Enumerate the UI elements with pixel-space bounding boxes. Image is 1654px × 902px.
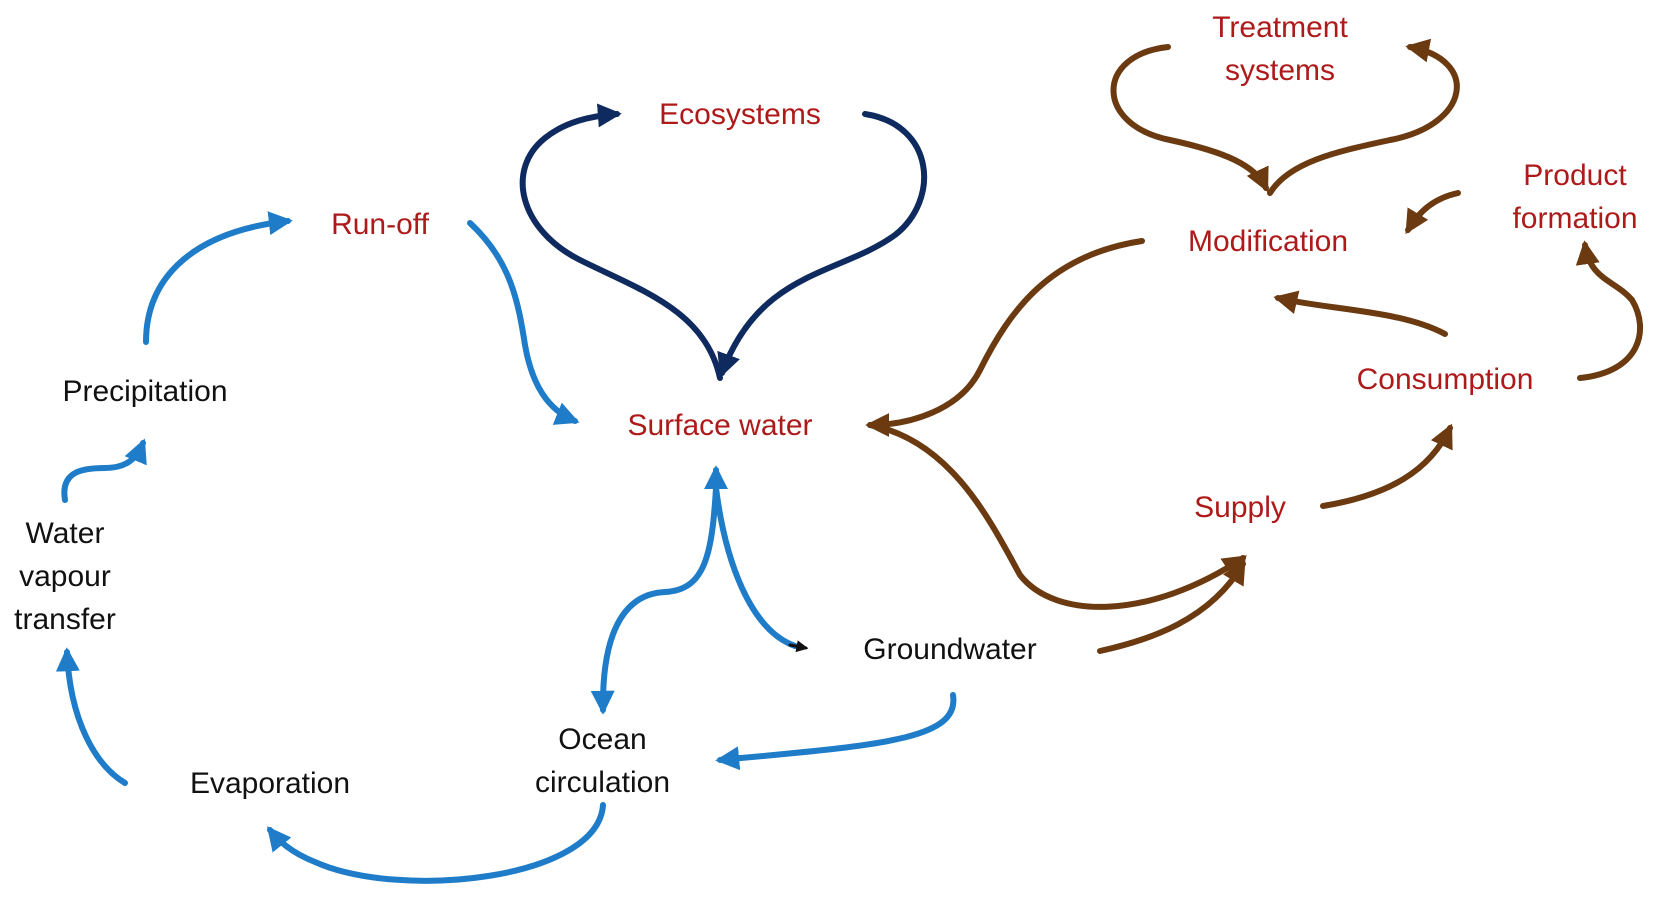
node-water-vapour-transfer-line-3: transfer [14,603,116,636]
node-ocean-circulation-line-1: Ocean [558,723,647,756]
node-water-vapour-transfer-line-1: Water [25,517,105,550]
node-treatment-systems: Treatment systems [1180,6,1380,92]
arrow-modification-to-surface-water [865,238,1145,437]
node-water-vapour-transfer-line-2: vapour [19,560,111,593]
node-run-off: Run-off [331,208,429,241]
node-ocean-circulation-line-2: circulation [534,766,671,799]
node-treatment-systems-line-2: systems [1224,54,1335,87]
arrow-surface-water-to-groundwater [713,485,798,649]
node-water-vapour-transfer: Water vapour transfer [0,512,130,641]
node-product-formation-line-1: Product [1523,159,1627,192]
arrow-treatment-to-modification [1110,44,1269,193]
arrow-precipitation-to-runoff [143,211,293,345]
arrow-groundwater-to-supply [1097,559,1246,654]
arrow-vapour-to-precipitation [61,438,147,503]
arrow-product-formation-to-modification [1405,190,1461,235]
arrow-surface-water-to-supply [867,422,1247,610]
arrow-runoff-to-surface-water [467,220,580,425]
arrow-groundwater-to-ocean [715,692,957,771]
arrowhead-groundwater [788,640,809,653]
arrow-ecosystems-to-surface-water [717,111,928,378]
arrow-consumption-to-product-formation [1575,240,1643,381]
arrow-surface-water-to-ocean [590,485,719,715]
node-ecosystems: Ecosystems [659,98,821,131]
node-product-formation: Product formation [1490,154,1654,240]
arrow-surface-water-to-ecosystems [519,103,723,381]
node-supply: Supply [1194,491,1286,524]
arrow-consumption-to-modification [1273,290,1448,337]
node-precipitation: Precipitation [62,375,228,408]
node-modification: Modification [1187,225,1349,258]
node-surface-water: Surface water [627,409,813,442]
node-treatment-systems-line-1: Treatment [1212,11,1348,44]
node-consumption: Consumption [1356,363,1534,396]
arrow-ocean-to-evaporation [267,802,606,884]
arrow-modification-to-treatment [1267,38,1460,196]
arrow-supply-to-consumption [1320,423,1453,509]
node-product-formation-line-2: formation [1512,202,1638,235]
arrow-evaporation-to-vapour [55,647,128,786]
node-ocean-circulation: Ocean circulation [510,718,695,804]
node-evaporation: Evaporation [189,767,351,800]
node-groundwater: Groundwater [863,633,1037,666]
